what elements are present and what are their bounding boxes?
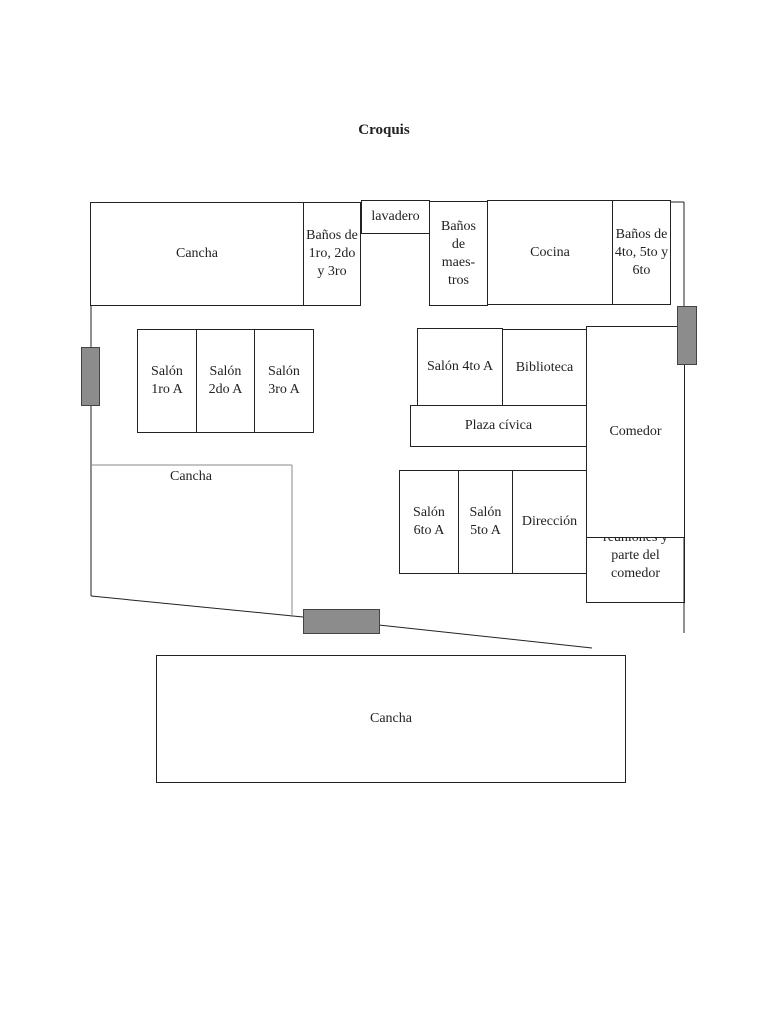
room-label: Cancha [176, 246, 218, 261]
room-salon-4to: Salón 4to A [417, 328, 503, 406]
room-plaza-civica: Plaza cívica [410, 405, 587, 447]
room-salon-2do: Salón 2do A [196, 329, 255, 433]
room-label: Salón 2do A [208, 364, 243, 397]
room-label: Cancha [370, 711, 412, 726]
room-comedor: Comedor [586, 326, 685, 538]
room-label: lavadero [371, 209, 420, 224]
room-label: Biblioteca [515, 359, 574, 375]
room-lavadero: lavadero [361, 200, 430, 234]
room-salon-1ro: Salón 1ro A [137, 329, 197, 433]
room-label: Baños de 4to, 5to y 6to [614, 226, 669, 278]
room-banos-4-5-6: Baños de 4to, 5to y 6to [612, 200, 671, 305]
room-label: Dirección [521, 514, 578, 529]
room-label: Cocina [530, 244, 570, 260]
room-banos-maestros: Baños de maes-tros [429, 201, 488, 306]
room-biblioteca: Biblioteca [502, 329, 587, 406]
room-label: Baños de 1ro, 2do y 3ro [306, 228, 358, 279]
room-salon-3ro: Salón 3ro A [254, 329, 314, 433]
room-cancha-top: Cancha [90, 202, 304, 306]
room-label: Salón 1ro A [151, 364, 183, 397]
area-cancha-left: Cancha [170, 469, 212, 484]
room-label: Baños de maes-tros [441, 218, 476, 288]
gate-right [677, 306, 697, 365]
room-label: Salón 3ro A [268, 364, 300, 397]
room-salon-6to: Salón 6to A [399, 470, 459, 574]
room-cancha-bottom: Cancha [156, 655, 626, 783]
room-direccion: Dirección [512, 470, 587, 574]
room-label: Comedor [609, 424, 662, 439]
room-label: Plaza cívica [464, 418, 533, 433]
room-label: Salón 4to A [426, 359, 494, 374]
diagram-title: Croquis [358, 122, 410, 138]
room-label: Salón 5to A [469, 505, 502, 538]
room-banos-1-2-3: Baños de 1ro, 2do y 3ro [303, 202, 361, 306]
gate-bottom [303, 609, 380, 634]
room-salon-5to: Salón 5to A [458, 470, 513, 574]
room-label: Salón 6to A [413, 505, 445, 538]
room-cocina: Cocina [487, 200, 613, 305]
gate-left [81, 347, 100, 406]
